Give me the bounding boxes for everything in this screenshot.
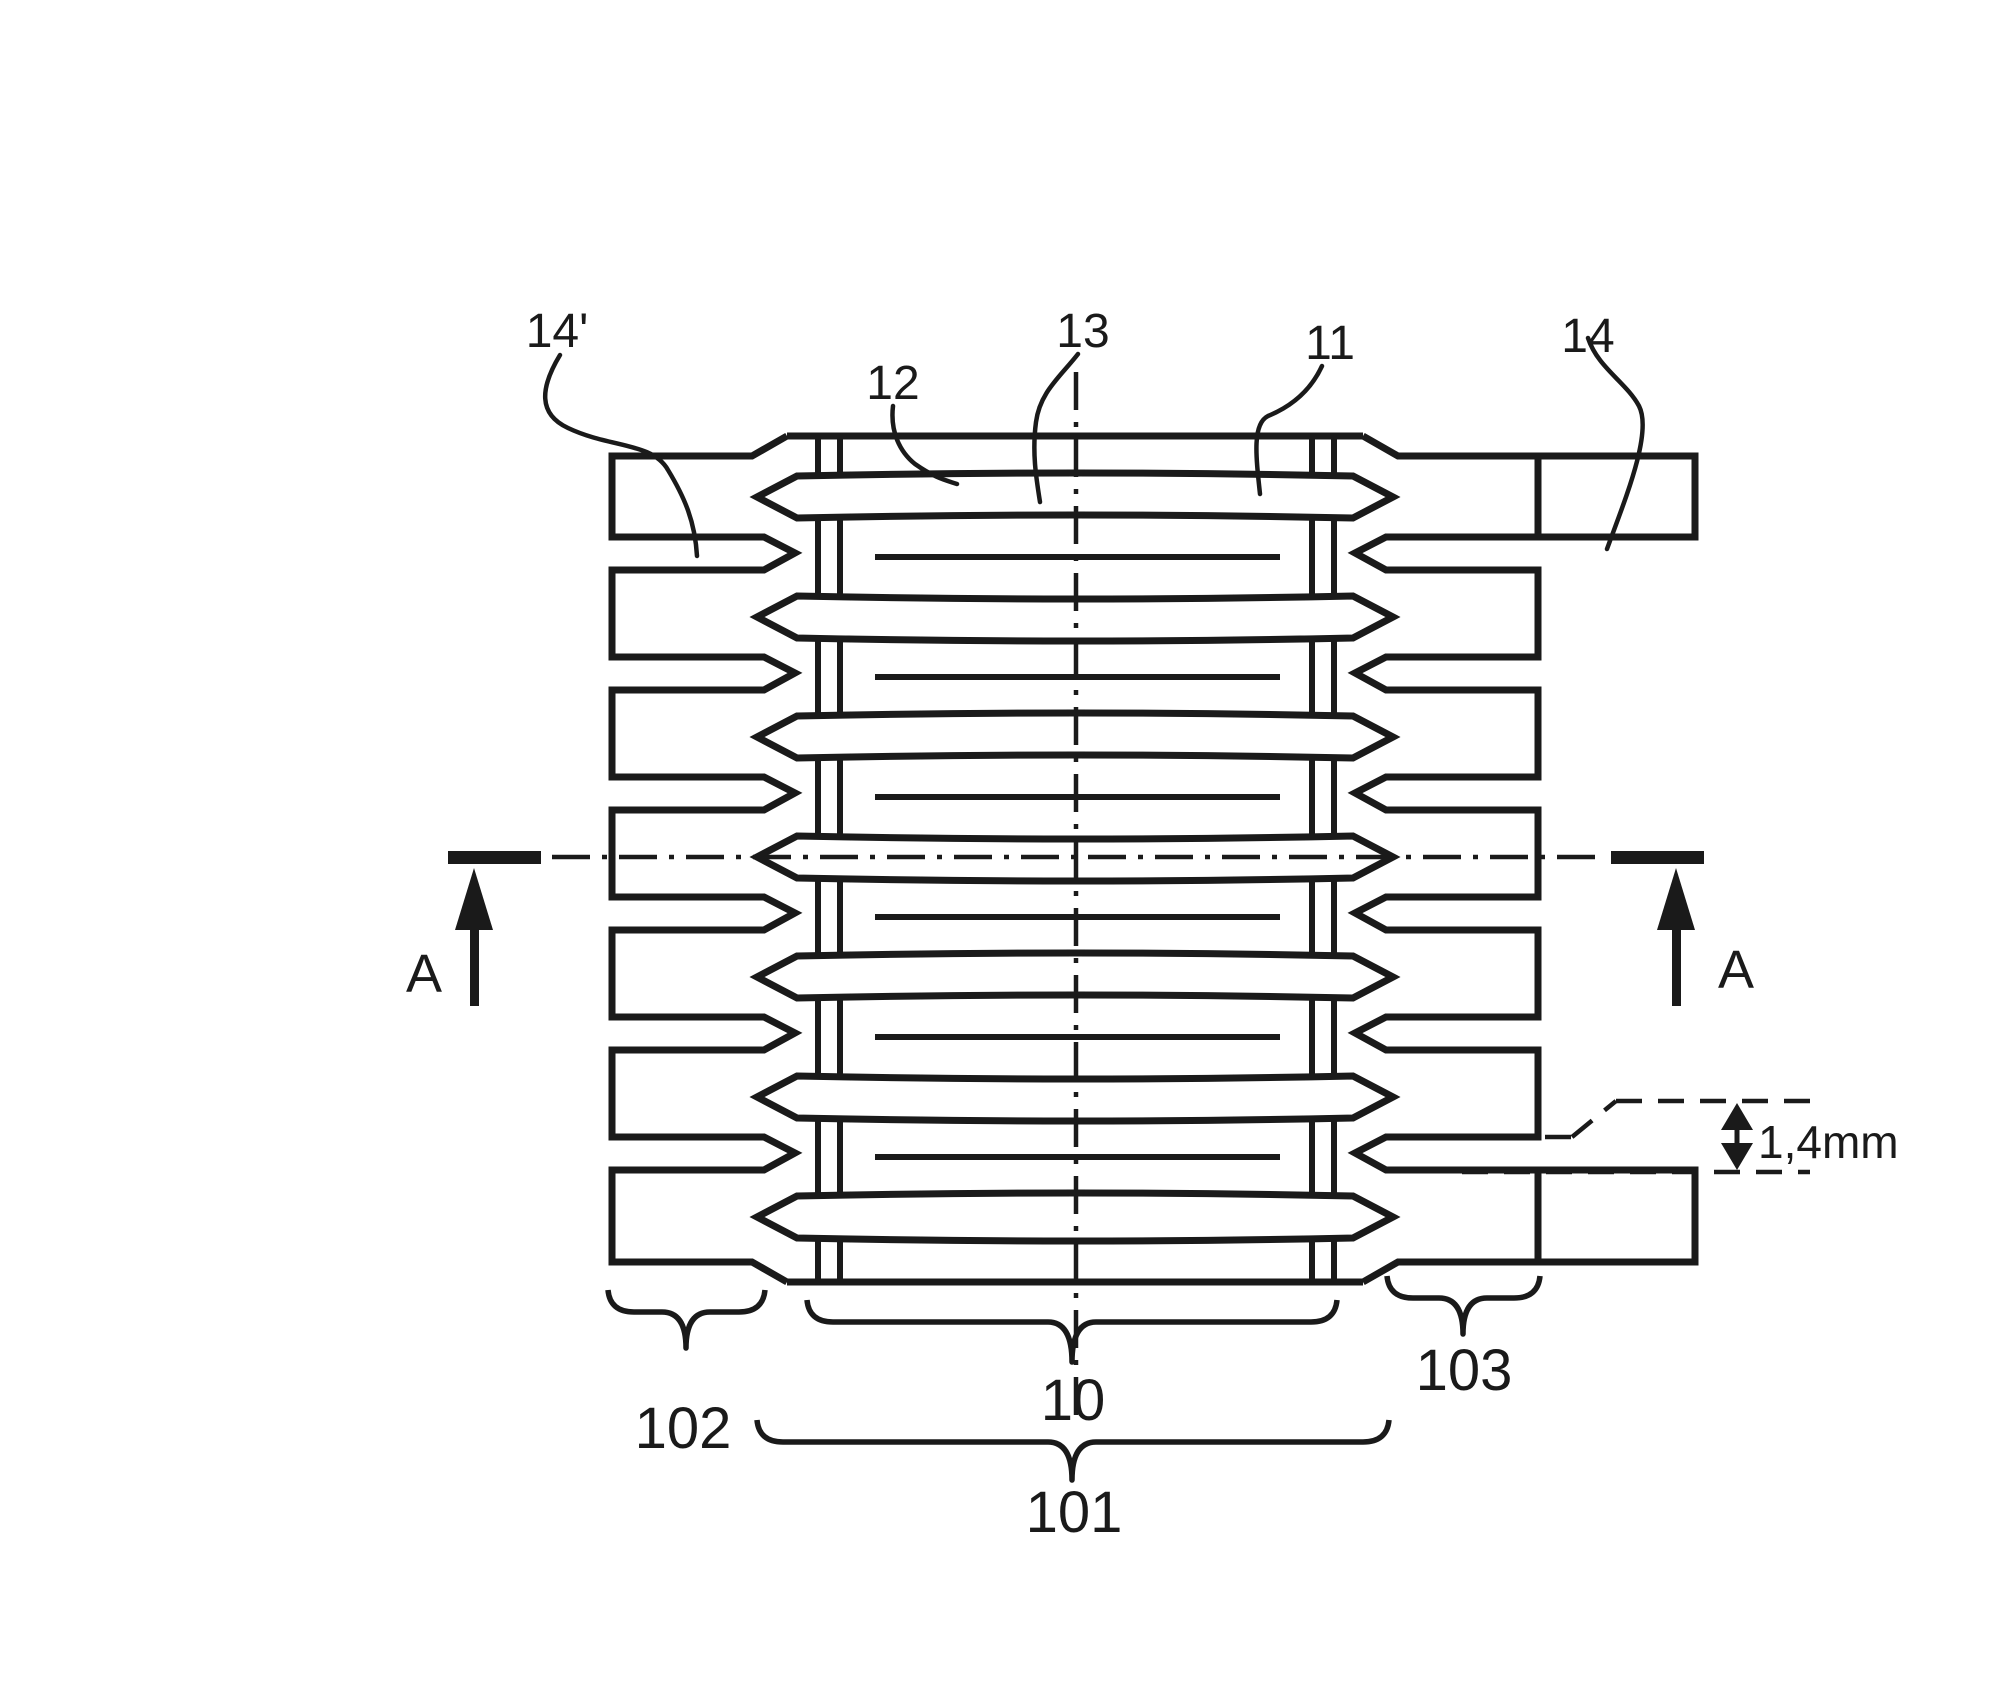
brace-10 bbox=[804, 1299, 1340, 1365]
reference-numerals: 14' 12 13 11 14 bbox=[526, 305, 1615, 410]
blade bbox=[749, 1072, 1401, 1125]
leader-14-prime bbox=[543, 352, 700, 559]
ref-label-13: 13 bbox=[1056, 305, 1109, 358]
leader-lines bbox=[543, 335, 1645, 559]
brace-label-10: 10 bbox=[1041, 1368, 1106, 1433]
right-comb-outline bbox=[1347, 432, 1699, 1286]
brace-label-102: 102 bbox=[635, 1396, 732, 1461]
dimension-arrowhead-up bbox=[1721, 1103, 1753, 1130]
blade bbox=[749, 592, 1401, 645]
right-comb bbox=[1347, 432, 1699, 1286]
section-bar-left bbox=[448, 851, 541, 864]
blade bbox=[749, 1189, 1401, 1245]
leader-13 bbox=[1032, 351, 1081, 505]
brace-102 bbox=[605, 1289, 768, 1351]
section-arrow-shaft-left bbox=[470, 928, 479, 1006]
blade-array bbox=[749, 469, 1401, 1245]
braces: 102 10 103 101 bbox=[605, 1275, 1543, 1545]
section-bar-right bbox=[1611, 851, 1704, 864]
dimension-extension-jog bbox=[1570, 1099, 1618, 1139]
leader-11 bbox=[1254, 363, 1325, 497]
dimension-1-4mm: 1,4mm bbox=[1462, 1098, 1899, 1175]
blade bbox=[749, 469, 1401, 522]
dimension-text: 1,4mm bbox=[1758, 1116, 1899, 1168]
section-arrow-right: A bbox=[1611, 851, 1754, 1006]
brace-103 bbox=[1384, 1275, 1543, 1337]
ref-label-12: 12 bbox=[866, 357, 919, 410]
ref-label-14: 14 bbox=[1561, 310, 1614, 363]
left-comb-outline bbox=[608, 432, 803, 1286]
ref-label-11: 11 bbox=[1305, 317, 1355, 370]
section-arrow-left: A bbox=[406, 851, 541, 1006]
section-arrow-shaft-right bbox=[1672, 928, 1681, 1006]
brace-label-101: 101 bbox=[1026, 1480, 1123, 1545]
section-arrowhead-left bbox=[455, 868, 493, 930]
leader-12 bbox=[890, 403, 960, 487]
dimension-arrowhead-down bbox=[1721, 1143, 1753, 1170]
brace-label-103: 103 bbox=[1416, 1338, 1513, 1403]
leader-14 bbox=[1585, 335, 1645, 552]
section-letter-left: A bbox=[406, 944, 442, 1004]
ref-label-14-prime: 14' bbox=[526, 305, 589, 358]
brace-101 bbox=[754, 1419, 1392, 1483]
section-arrowhead-right bbox=[1657, 868, 1695, 930]
section-letter-right: A bbox=[1718, 940, 1754, 1000]
